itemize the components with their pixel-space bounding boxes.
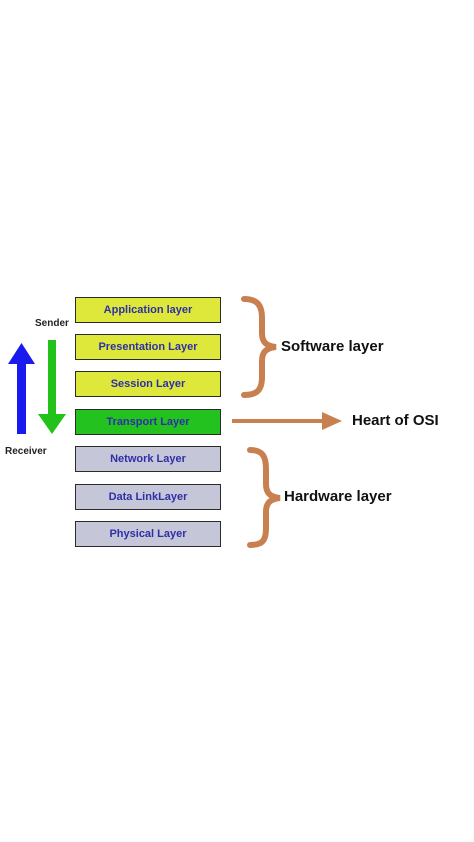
layer-presentation: Presentation Layer — [75, 334, 221, 360]
heart-of-osi-label: Heart of OSI — [352, 412, 439, 429]
sender-label: Sender — [35, 318, 69, 329]
arrow-up-icon — [8, 343, 35, 434]
layer-physical: Physical Layer — [75, 521, 221, 547]
layer-application: Application layer — [75, 297, 221, 323]
software-brace-icon — [241, 296, 277, 398]
arrow-right-icon — [232, 412, 342, 430]
software-layer-label: Software layer — [281, 338, 384, 355]
hardware-brace-icon — [247, 447, 281, 548]
arrow-down-icon — [38, 340, 66, 434]
layer-data-link: Data LinkLayer — [75, 484, 221, 510]
layer-session: Session Layer — [75, 371, 221, 397]
hardware-layer-label: Hardware layer — [284, 488, 392, 505]
layer-network: Network Layer — [75, 446, 221, 472]
receiver-label: Receiver — [5, 446, 47, 457]
layer-transport: Transport Layer — [75, 409, 221, 435]
